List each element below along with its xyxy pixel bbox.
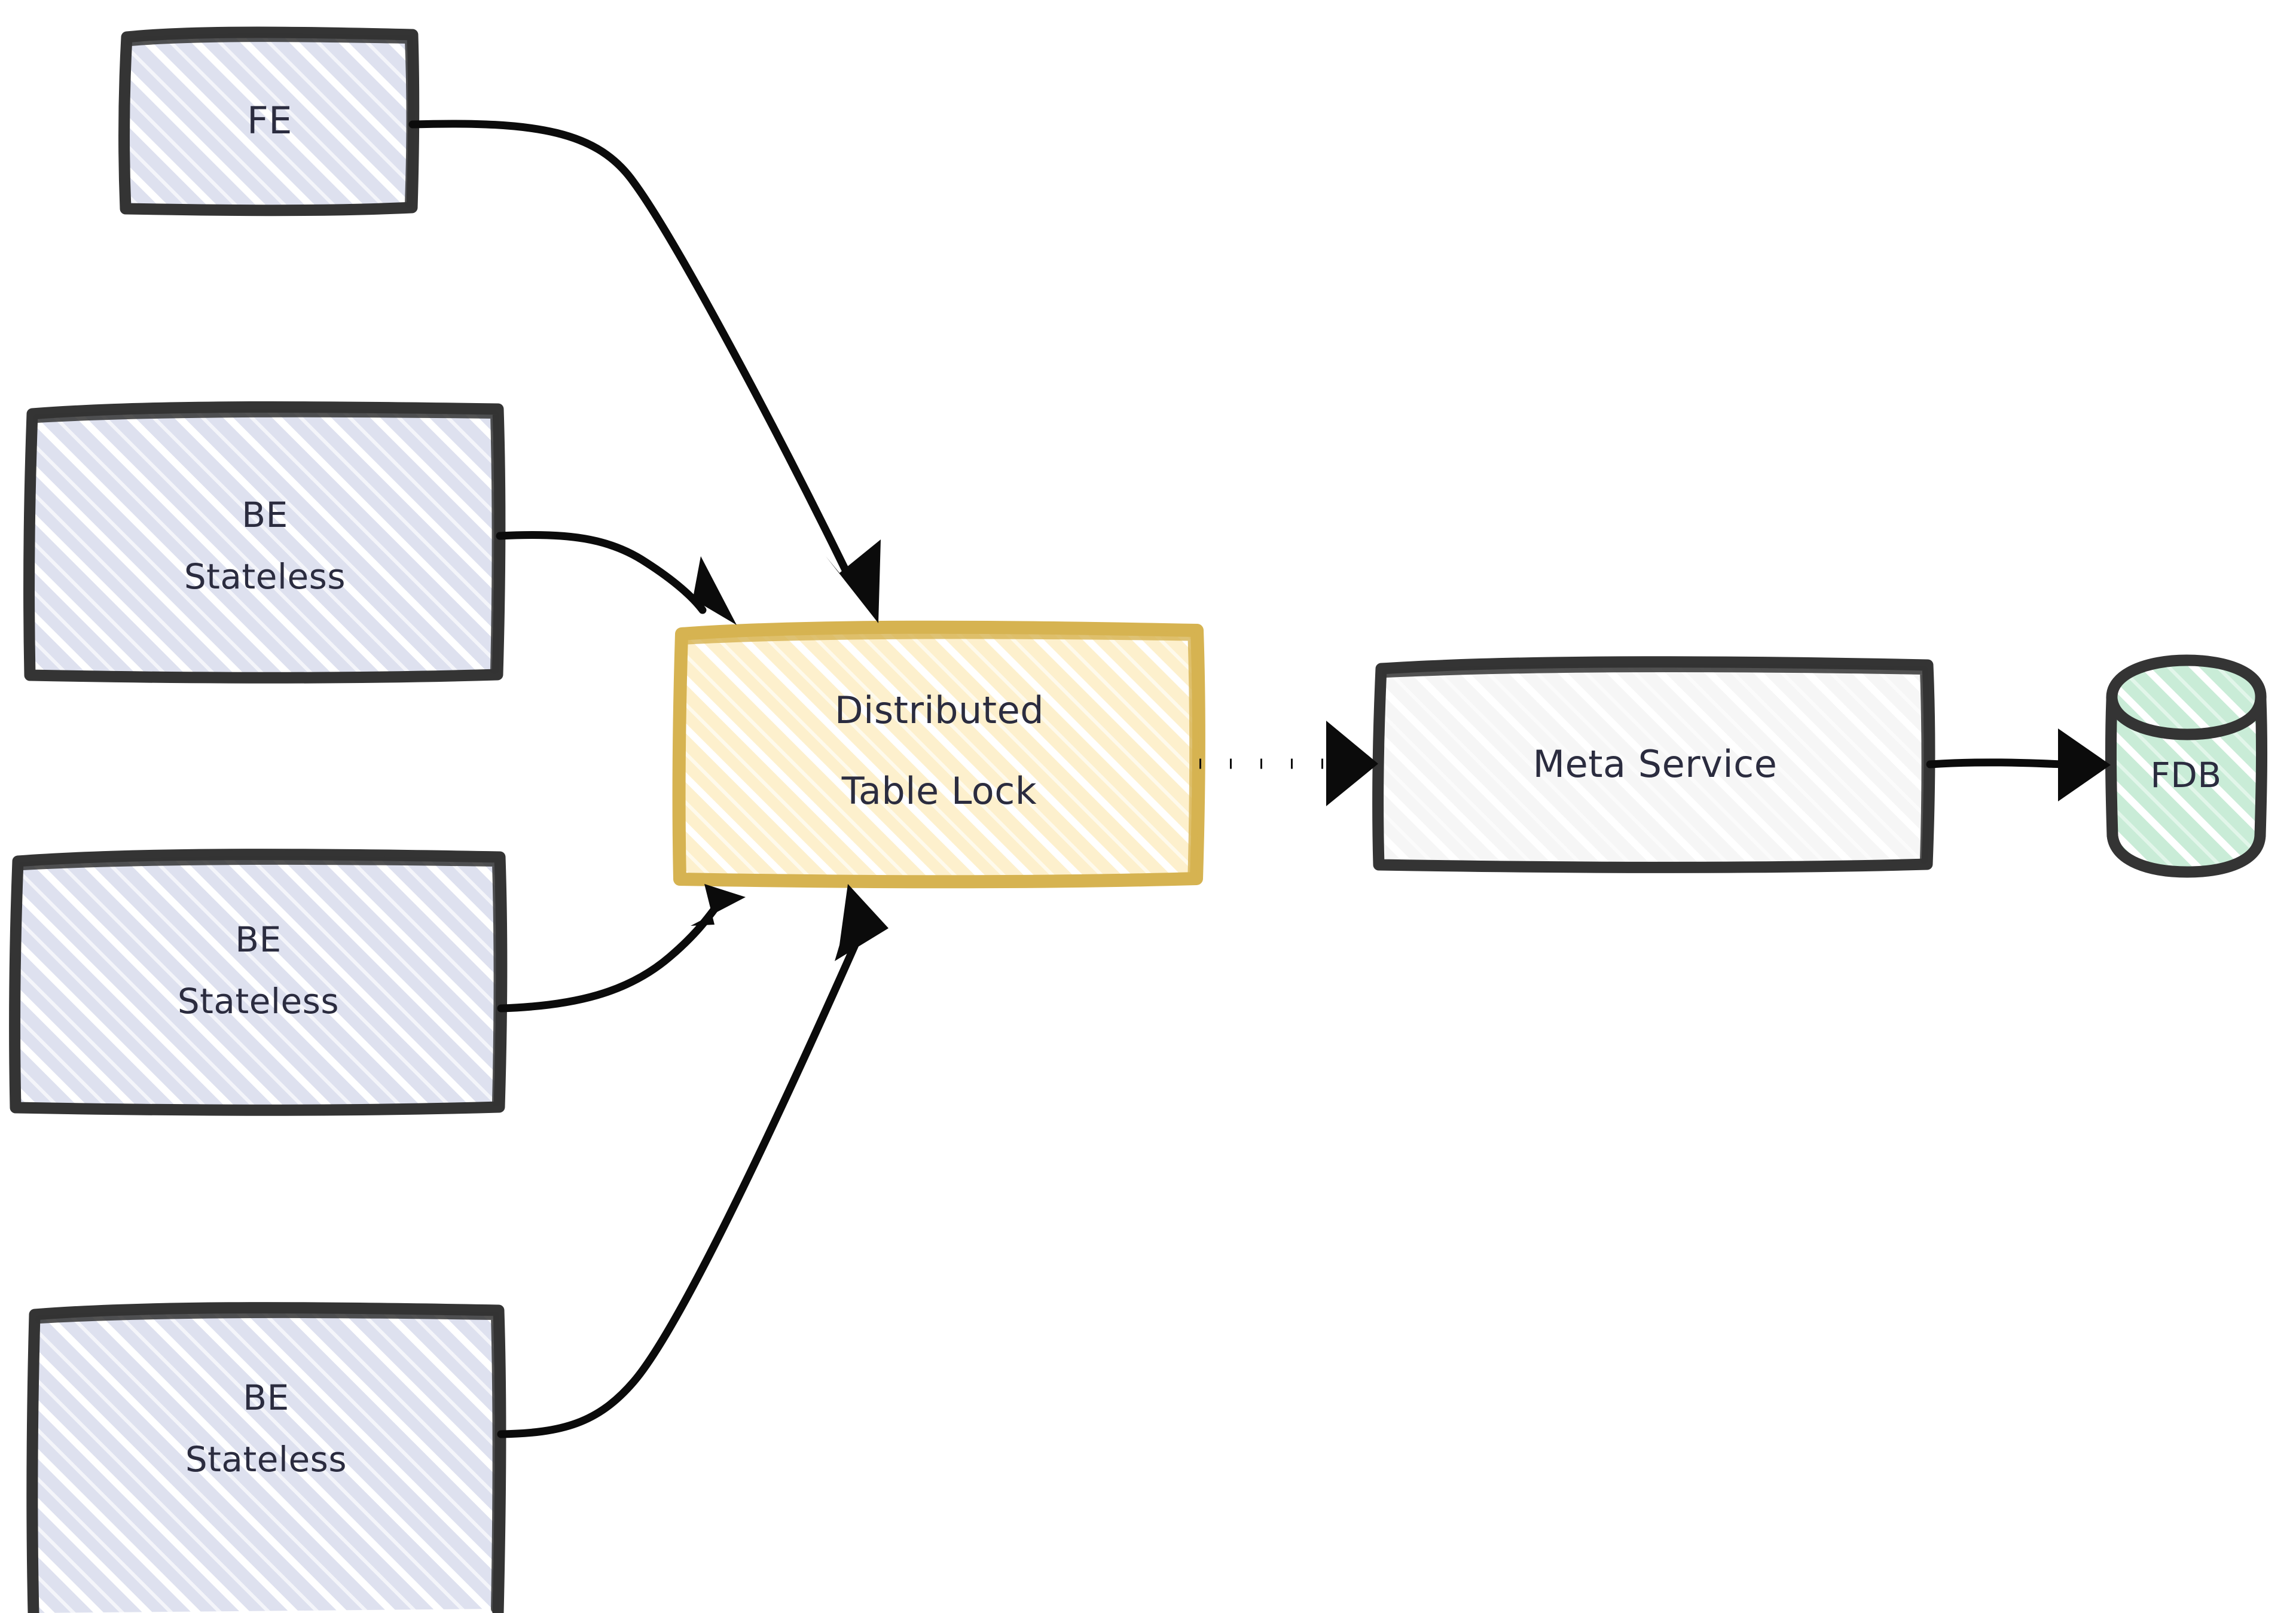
node-fe[interactable]: FE — [118, 26, 420, 217]
edge-be2-to-lock-arrowhead — [691, 884, 746, 926]
be2-box-fill — [17, 856, 500, 1109]
node-be-stateless-2[interactable]: BE Stateless — [9, 849, 508, 1116]
meta-label: Meta Service — [1533, 742, 1778, 786]
be1-box-outline-second — [33, 408, 500, 674]
fe-label: FE — [247, 99, 292, 142]
be1-box-fill — [31, 408, 499, 676]
lock-box-outline — [672, 620, 1205, 889]
edge-fe-to-lock-line — [408, 120, 850, 575]
edge-be1-to-lock-line — [496, 530, 707, 614]
fdb-top-ellipse-lower — [2106, 693, 2267, 740]
edge-lock-to-meta — [1199, 721, 1378, 806]
lock-label-line2: Table Lock — [841, 769, 1037, 813]
edge-lock-to-meta-arrowhead — [1326, 721, 1378, 806]
edge-fe-to-lock — [408, 120, 881, 623]
fdb-right-wall — [2254, 694, 2268, 841]
fdb-cylinder-fill — [2112, 661, 2260, 871]
fdb-left-wall — [2105, 694, 2118, 841]
edge-fe-to-lock-arrowhead — [826, 539, 881, 623]
be2-label-line2: Stateless — [178, 981, 339, 1022]
edge-meta-to-fdb — [1926, 728, 2111, 801]
fdb-bottom-arc — [2106, 830, 2266, 878]
node-fdb[interactable]: FDB — [2105, 654, 2268, 878]
edge-be3-to-lock-line — [497, 941, 859, 1438]
edge-be2-to-lock — [497, 884, 746, 1013]
meta-box-outline-second — [1382, 664, 1930, 864]
fdb-label: FDB — [2150, 755, 2221, 795]
edge-be1-to-lock-arrowhead — [681, 556, 737, 625]
meta-box-fill — [1380, 664, 1928, 867]
fe-box-fill — [127, 34, 413, 208]
be2-label-line1: BE — [235, 919, 281, 960]
edge-be2-to-lock-line — [497, 905, 719, 1013]
be2-box-outline-second — [19, 856, 502, 1106]
be1-label-line1: BE — [242, 495, 288, 535]
node-meta-service[interactable]: Meta Service — [1372, 656, 1935, 873]
edge-meta-to-fdb-arrowhead — [2058, 728, 2111, 801]
lock-box-outline-second — [683, 630, 1199, 878]
node-be-stateless-1[interactable]: BE Stateless — [23, 401, 506, 684]
be3-label-line1: BE — [243, 1377, 289, 1418]
node-be-stateless-3[interactable]: BE Stateless — [26, 1302, 506, 1613]
fdb-top-arc — [2106, 654, 2267, 705]
be1-label-line2: Stateless — [184, 556, 346, 597]
edge-be3-to-lock — [497, 884, 889, 1438]
node-distributed-table-lock[interactable]: Distributed Table Lock — [672, 620, 1205, 889]
edge-be3-to-lock-arrowhead — [835, 884, 889, 961]
lock-label-line1: Distributed — [835, 688, 1044, 732]
be3-label-line2: Stateless — [185, 1439, 347, 1480]
be3-box-outline-second — [35, 1309, 501, 1613]
edge-be1-to-lock — [496, 530, 737, 625]
be3-box-fill — [33, 1310, 499, 1613]
lock-box-fill — [681, 630, 1198, 880]
edge-meta-to-fdb-line — [1926, 758, 2067, 769]
